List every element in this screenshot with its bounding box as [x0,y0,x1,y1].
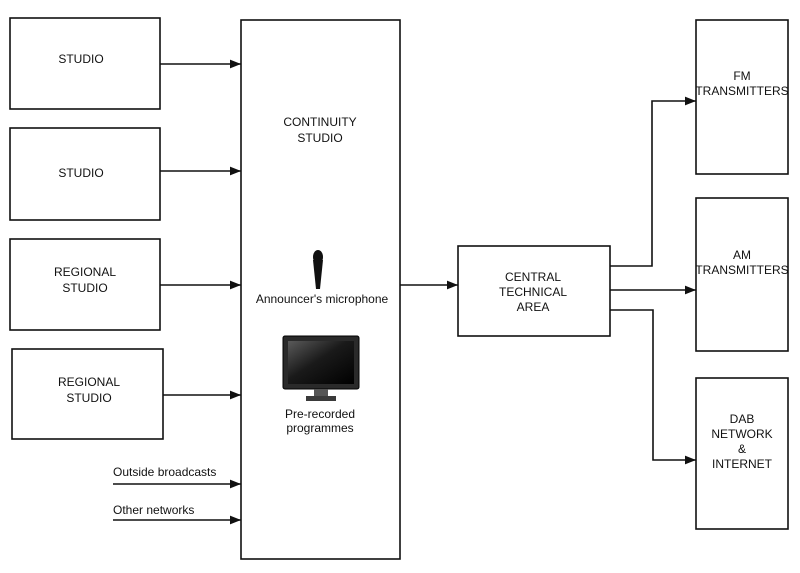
regional-studio-box-1: REGIONAL STUDIO [9,238,161,331]
cta-to-fm-arrow [610,96,696,267]
pre-recorded-line2: programmes [286,421,353,435]
outside-broadcasts-label: Outside broadcasts [113,465,216,479]
dab-line1: DAB [730,412,755,426]
cta-line1: CENTRAL [505,270,561,284]
continuity-studio-line1: CONTINUITY [283,115,356,129]
microphone-icon [313,250,323,289]
regional-studio-box-2: REGIONAL STUDIO [11,348,164,440]
am-line1: AM [733,248,751,262]
fm-line1: FM [733,69,750,83]
regional-studio-2-line2: STUDIO [66,391,111,405]
cta-to-dab-arrow [610,309,696,465]
dab-line4: INTERNET [712,457,773,471]
studio-2-label: STUDIO [58,166,103,180]
dab-line3: & [738,442,746,456]
dab-line2: NETWORK [711,427,772,441]
studio-box-1: STUDIO [9,17,161,110]
regional-studio-2-line1: REGIONAL [58,375,120,389]
cta-line3: AREA [517,300,550,314]
continuity-studio-line2: STUDIO [297,131,342,145]
regional-studio-1-line1: REGIONAL [54,265,116,279]
dab-network-box: DAB NETWORK & INTERNET [695,377,789,530]
monitor-icon [282,335,360,401]
studio-box-2: STUDIO [9,127,161,221]
regional-studio-1-line2: STUDIO [62,281,107,295]
pre-recorded-line1: Pre-recorded [285,407,355,421]
cta-line2: TECHNICAL [499,285,567,299]
am-line2: TRANSMITTERS [695,263,788,277]
fm-transmitters-box: FM TRANSMITTERS [695,19,789,175]
fm-line2: TRANSMITTERS [695,84,788,98]
continuity-studio-box: CONTINUITY STUDIO [240,19,401,560]
central-technical-area-box: CENTRAL TECHNICAL AREA [457,245,611,337]
studio-1-label: STUDIO [58,52,103,66]
announcer-microphone-label: Announcer's microphone [256,292,389,306]
am-transmitters-box: AM TRANSMITTERS [695,197,789,352]
other-networks-label: Other networks [113,503,194,517]
